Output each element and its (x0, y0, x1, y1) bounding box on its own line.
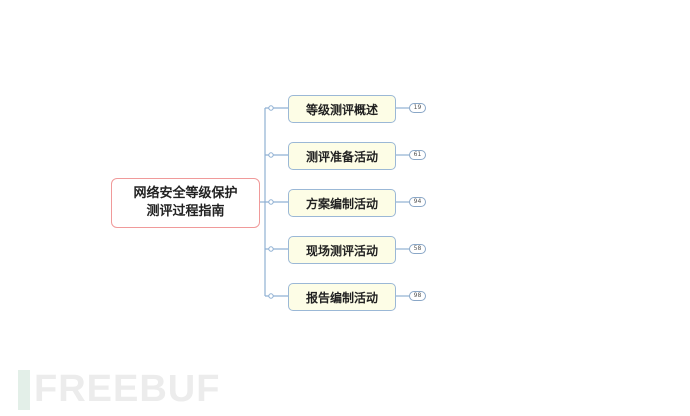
watermark-text: FREEBUF (34, 368, 221, 410)
collapsed-count-badge[interactable]: 19 (409, 103, 426, 113)
node-label: 测评准备活动 (305, 149, 378, 164)
root-title-line2: 测评过程指南 (146, 204, 225, 219)
child-node[interactable]: 现场测评活动 (288, 236, 396, 264)
branch-dot (268, 152, 274, 158)
freebuf-watermark: FREEBUF (18, 368, 220, 411)
watermark-logo-bar (18, 369, 30, 410)
child-node[interactable]: 测评准备活动 (288, 142, 396, 170)
branch-dot (268, 293, 274, 299)
collapsed-count-badge[interactable]: 58 (409, 244, 426, 254)
child-node[interactable]: 等级测评概述 (288, 95, 396, 123)
branch-dot (268, 246, 274, 252)
branch-dot (268, 199, 274, 205)
collapsed-count-badge[interactable]: 98 (409, 291, 426, 301)
branch-dot (268, 105, 274, 111)
node-label: 等级测评概述 (305, 102, 378, 117)
root-title-line1: 网络安全等级保护 (133, 186, 238, 201)
root-node[interactable]: 网络安全等级保护 测评过程指南 (111, 178, 260, 228)
collapsed-count-badge[interactable]: 94 (409, 197, 426, 207)
node-label: 方案编制活动 (305, 196, 378, 211)
node-label: 现场测评活动 (305, 243, 378, 258)
collapsed-count-badge[interactable]: 61 (409, 150, 426, 160)
child-node[interactable]: 方案编制活动 (288, 189, 396, 217)
node-label: 报告编制活动 (305, 290, 378, 305)
child-node[interactable]: 报告编制活动 (288, 283, 396, 311)
